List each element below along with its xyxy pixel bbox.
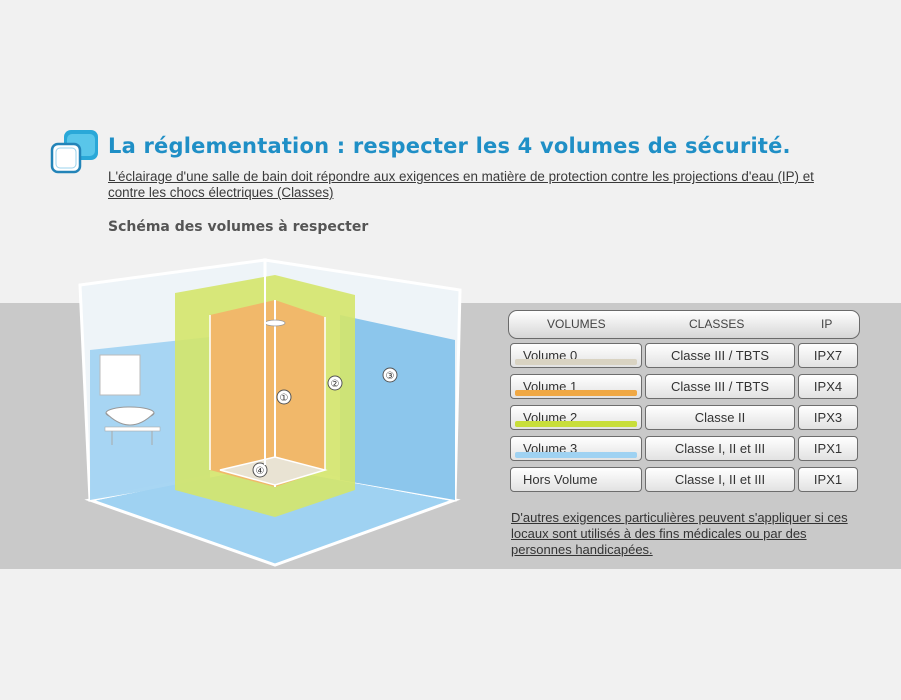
header-volumes: VOLUMES: [547, 317, 606, 331]
class-cell: Classe II: [645, 405, 795, 430]
overlapping-squares-logo-icon: [50, 130, 98, 174]
ip-cell: IPX1: [798, 467, 858, 492]
header-ip: IP: [821, 317, 833, 331]
svg-text:③: ③: [386, 371, 395, 382]
table-row: Volume 2 Classe II IPX3: [508, 403, 860, 434]
svg-text:②: ②: [331, 379, 340, 390]
section-subtitle: Schéma des volumes à respecter: [108, 219, 369, 235]
volume-cell: Volume 3: [510, 436, 642, 461]
svg-text:①: ①: [280, 393, 289, 404]
volume-cell: Volume 2: [510, 405, 642, 430]
color-swatch: [515, 421, 637, 427]
zone-marker-3: ③: [382, 367, 398, 383]
note-text[interactable]: D'autres exigences particulières peuvent…: [511, 510, 848, 557]
table-row: Hors Volume Classe I, II et III IPX1: [508, 465, 860, 496]
intro-text[interactable]: L'éclairage d'une salle de bain doit rép…: [108, 169, 814, 200]
table-header-row: VOLUMES CLASSES IP: [508, 310, 860, 341]
svg-text:④: ④: [256, 466, 265, 477]
ip-cell: IPX1: [798, 436, 858, 461]
header-classes: CLASSES: [689, 317, 745, 331]
ip-cell: IPX7: [798, 343, 858, 368]
volumes-table: VOLUMES CLASSES IP Volume 0 Classe III /…: [508, 310, 860, 496]
class-cell: Classe III / TBTS: [645, 374, 795, 399]
ip-cell: IPX4: [798, 374, 858, 399]
color-swatch: [515, 359, 637, 365]
volume-cell: Volume 0: [510, 343, 642, 368]
volume-cell: Hors Volume: [510, 467, 642, 492]
table-header: VOLUMES CLASSES IP: [508, 310, 860, 339]
page-title: La réglementation : respecter les 4 volu…: [108, 134, 791, 158]
class-cell: Classe I, II et III: [645, 467, 795, 492]
color-swatch: [515, 452, 637, 458]
ip-cell: IPX3: [798, 405, 858, 430]
volume-0-tray: [219, 456, 328, 486]
zone-marker-4: ④: [252, 462, 268, 478]
volume-cell: Volume 1: [510, 374, 642, 399]
table-row: Volume 1 Classe III / TBTS IPX4: [508, 372, 860, 403]
zone-marker-1: ①: [276, 389, 292, 405]
class-cell: Classe I, II et III: [645, 436, 795, 461]
mirror: [99, 354, 141, 396]
table-row: Volume 3 Classe I, II et III IPX1: [508, 434, 860, 465]
bathroom-volumes-diagram: ① ② ③ ④: [78, 258, 462, 567]
class-cell: Classe III / TBTS: [645, 343, 795, 368]
table-row: Volume 0 Classe III / TBTS IPX7: [508, 341, 860, 372]
volume-1-zone: [210, 300, 325, 487]
zone-marker-2: ②: [327, 375, 343, 391]
right-wall-volume-3: [340, 315, 455, 500]
color-swatch: [515, 390, 637, 396]
